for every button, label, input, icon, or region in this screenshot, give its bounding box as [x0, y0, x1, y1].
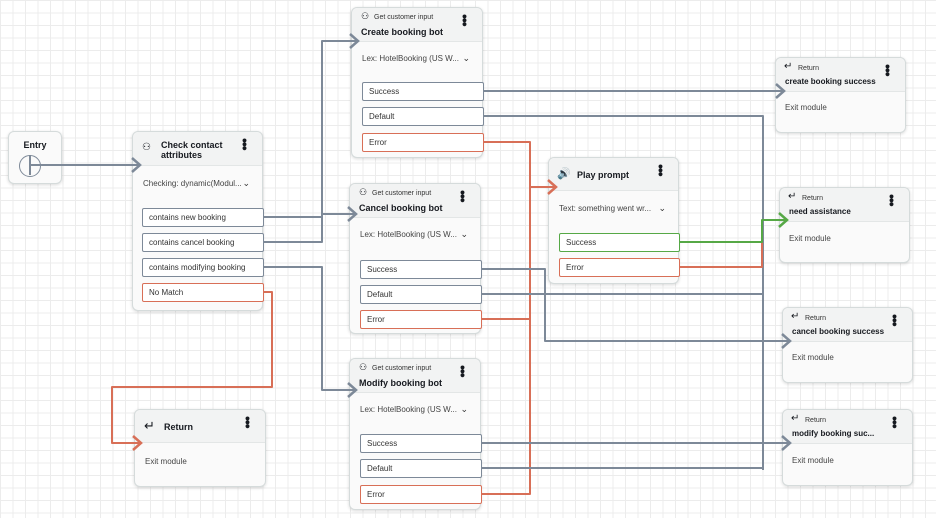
- modify-booking-connector[interactable]: [263, 266, 356, 391]
- exit-module-label: Exit module: [145, 457, 187, 466]
- node-title: Check contact attributes: [161, 140, 223, 160]
- branch-no-match[interactable]: No Match: [142, 283, 264, 302]
- play-prompt-node[interactable]: 🔊 Play prompt ••• Text: something went w…: [548, 157, 680, 284]
- modify-error-connector[interactable]: [481, 187, 531, 495]
- more-options-icon[interactable]: •••: [884, 194, 900, 206]
- exit-module-label: Exit module: [789, 234, 831, 243]
- customer-input-icon: ⚇: [359, 187, 368, 197]
- node-type: Return: [798, 65, 820, 72]
- return-icon: ↵: [791, 413, 800, 424]
- exit-module-label: Exit module: [792, 456, 834, 465]
- branch-error[interactable]: Error: [360, 310, 482, 329]
- check-attributes-icon: ⚇: [142, 142, 151, 153]
- more-options-icon[interactable]: •••: [455, 365, 471, 377]
- node-title: need assistance: [789, 207, 851, 216]
- branch-error[interactable]: Error: [362, 133, 484, 152]
- cancel-error-connector[interactable]: [481, 187, 531, 320]
- entry-node[interactable]: Entry: [8, 131, 62, 184]
- branch-error[interactable]: Error: [559, 258, 680, 277]
- node-type: Return: [802, 195, 824, 202]
- node-type: Get customer input: [372, 190, 432, 197]
- branch-success[interactable]: Success: [559, 233, 680, 252]
- cancel-booking-bot-node[interactable]: ⚇ Get customer input Cancel booking bot …: [349, 183, 482, 334]
- branch-default[interactable]: Default: [362, 107, 484, 126]
- branch-error[interactable]: Error: [360, 485, 482, 504]
- customer-input-icon: ⚇: [359, 362, 368, 372]
- node-title: Play prompt: [577, 170, 630, 180]
- node-title: Return: [164, 422, 193, 432]
- new-booking-connector[interactable]: [263, 40, 358, 218]
- return-icon: ↵: [784, 61, 793, 72]
- branch-default[interactable]: Default: [360, 285, 482, 304]
- play-success-connector[interactable]: [679, 219, 787, 243]
- create-booking-bot-node[interactable]: ⚇ Get customer input Create booking bot …: [351, 7, 484, 158]
- branch-success[interactable]: Success: [360, 260, 482, 279]
- checking-dropdown[interactable]: Checking: dynamic(Modul...: [143, 179, 242, 188]
- return-need-assistance-node[interactable]: ↵ Return need assistance ••• Exit module: [779, 187, 910, 263]
- return-node[interactable]: ↵ Return ••• Exit module: [134, 409, 266, 487]
- play-error-connector[interactable]: [679, 220, 763, 268]
- return-icon: ↵: [144, 418, 155, 433]
- entry-start-icon: [19, 155, 41, 177]
- return-icon: ↵: [791, 311, 800, 322]
- branch-new-booking[interactable]: contains new booking: [142, 208, 264, 227]
- exit-module-label: Exit module: [785, 103, 827, 112]
- branch-success[interactable]: Success: [362, 82, 484, 101]
- create-error-connector[interactable]: [483, 141, 556, 188]
- more-options-icon[interactable]: •••: [237, 138, 253, 150]
- check-contact-attributes-node[interactable]: ⚇ Check contact attributes ••• Checking:…: [132, 131, 264, 311]
- node-title: modify booking suc...: [792, 429, 875, 438]
- node-type: Return: [805, 417, 827, 424]
- node-title: Modify booking bot: [359, 378, 442, 388]
- lex-bot-dropdown[interactable]: Lex: HotelBooking (US W...: [360, 405, 457, 414]
- node-type: Get customer input: [374, 14, 434, 21]
- branch-cancel-booking[interactable]: contains cancel booking: [142, 233, 264, 252]
- return-icon: ↵: [788, 191, 797, 202]
- lex-bot-dropdown[interactable]: Lex: HotelBooking (US W...: [362, 54, 459, 63]
- branch-modifying-booking[interactable]: contains modifying booking: [142, 258, 264, 277]
- chevron-down-icon[interactable]: ⌄: [658, 203, 666, 213]
- node-type: Get customer input: [372, 365, 432, 372]
- branch-success[interactable]: Success: [360, 434, 482, 453]
- entry-label: Entry: [23, 140, 47, 150]
- customer-input-icon: ⚇: [361, 11, 370, 21]
- more-options-icon[interactable]: •••: [653, 164, 669, 176]
- node-title: create booking success: [785, 77, 876, 86]
- more-options-icon[interactable]: •••: [887, 416, 903, 428]
- lex-bot-dropdown[interactable]: Lex: HotelBooking (US W...: [360, 230, 457, 239]
- more-options-icon[interactable]: •••: [880, 64, 896, 76]
- more-options-icon[interactable]: •••: [457, 14, 473, 26]
- return-create-booking-success-node[interactable]: ↵ Return create booking success ••• Exit…: [775, 57, 906, 133]
- prompt-text-dropdown[interactable]: Text: something went wr...: [559, 204, 652, 213]
- chevron-down-icon[interactable]: ⌄: [460, 229, 468, 239]
- chevron-down-icon[interactable]: ⌄: [460, 404, 468, 414]
- more-options-icon[interactable]: •••: [887, 314, 903, 326]
- chevron-down-icon[interactable]: ⌄: [462, 53, 470, 63]
- speaker-icon: 🔊: [557, 168, 571, 180]
- return-cancel-booking-success-node[interactable]: ↵ Return cancel booking success ••• Exit…: [782, 307, 913, 383]
- return-modify-booking-success-node[interactable]: ↵ Return modify booking suc... ••• Exit …: [782, 409, 913, 486]
- cancel-booking-connector[interactable]: [263, 213, 356, 243]
- more-options-icon[interactable]: •••: [455, 190, 471, 202]
- more-options-icon[interactable]: •••: [240, 416, 256, 428]
- node-title: cancel booking success: [792, 327, 885, 336]
- chevron-down-icon[interactable]: ⌄: [242, 178, 250, 188]
- node-type: Return: [805, 315, 827, 322]
- exit-module-label: Exit module: [792, 353, 834, 362]
- modify-booking-bot-node[interactable]: ⚇ Get customer input Modify booking bot …: [349, 358, 482, 510]
- node-title: Create booking bot: [361, 27, 444, 37]
- node-title: Cancel booking bot: [359, 203, 443, 213]
- branch-default[interactable]: Default: [360, 459, 482, 478]
